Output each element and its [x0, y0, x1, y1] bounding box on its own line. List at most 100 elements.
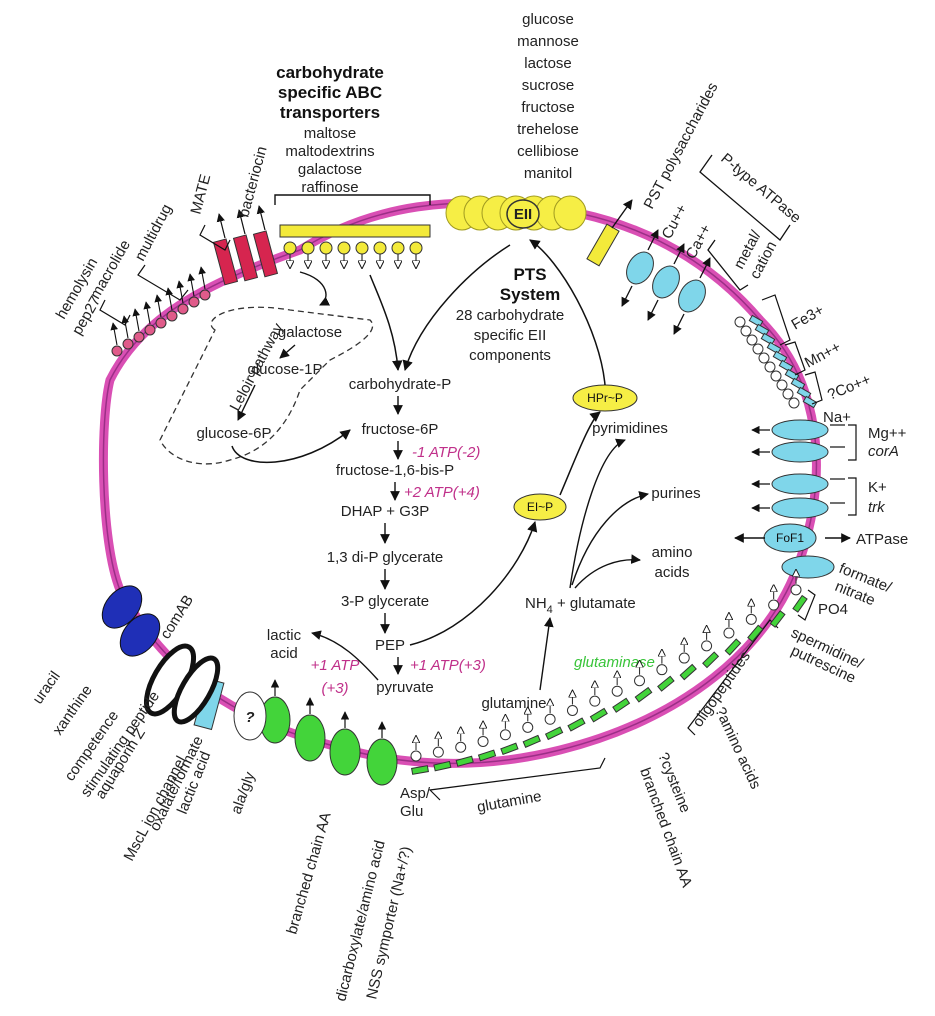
abc-substrate-maltose: maltose — [304, 125, 357, 142]
abc-checker — [759, 353, 769, 363]
trk-label: trk — [868, 499, 886, 516]
pep: PEP — [375, 637, 405, 654]
abc-subunit — [302, 242, 314, 254]
abc-checker — [612, 686, 622, 696]
green-binding-protein — [613, 698, 630, 712]
abc-subunit — [410, 242, 422, 254]
abc-checker — [777, 380, 787, 390]
amino-acids-line-2: acids — [654, 564, 689, 581]
hpr-label: HPr~P — [587, 391, 623, 405]
arrow-to-amino-acids — [575, 560, 640, 588]
atp-plus-1-pep: +1 ATP(+3) — [410, 657, 486, 674]
cation-channel — [772, 420, 828, 440]
abc-checker — [657, 665, 667, 675]
pts-sugar-sucrose: sucrose — [522, 77, 575, 94]
efflux-arrow — [113, 323, 117, 345]
abc-checker — [123, 339, 133, 349]
pyrimidines: pyrimidines — [592, 420, 668, 437]
pts-sugar-lactose: lactose — [524, 55, 572, 72]
fe-label: Fe3+ — [789, 301, 828, 333]
question-mark: ? — [245, 709, 254, 726]
pts-desc-2: specific EII — [474, 327, 547, 344]
arrow-to-purines — [572, 494, 648, 585]
green-binding-protein — [680, 664, 696, 679]
mg-label: Mg++ — [868, 425, 907, 442]
import-arrow — [648, 300, 658, 320]
import-arrow — [622, 286, 632, 306]
ca-label: Ca++ — [683, 221, 715, 262]
arrow-abc-carbp — [370, 275, 398, 370]
atp-plus-2: +2 ATP(+4) — [404, 484, 480, 501]
abc-subunit — [320, 242, 332, 254]
green-symporter — [330, 729, 360, 775]
abc-binding-protein — [797, 387, 810, 398]
pst-transporter — [587, 224, 619, 266]
pts-sugar-glucose: glucose — [522, 11, 574, 28]
abc-checker — [741, 326, 751, 336]
arrow-to-pyrimidines — [570, 440, 625, 588]
abc-checker — [411, 751, 421, 761]
glutaminase-label: glutaminase — [574, 654, 655, 671]
arrow-abc-leloir — [300, 272, 326, 305]
abc-subunit — [374, 242, 386, 254]
abc-checker — [590, 696, 600, 706]
arrow-glutamine-nh4 — [540, 618, 550, 690]
abc-substrate-maltodextrins: maltodextrins — [285, 143, 374, 160]
bacteriocin-label: bacteriocin — [235, 145, 270, 219]
purines: purines — [651, 485, 700, 502]
pts-title-2: System — [500, 285, 560, 304]
efflux-arrow — [219, 214, 225, 238]
green-symporter — [295, 715, 325, 761]
lactic-acid-line-2: acid — [270, 645, 298, 662]
mate-label: MATE — [187, 172, 214, 216]
cation-channel — [772, 442, 828, 462]
abc-subunit — [392, 242, 404, 254]
glutamine-bottom-label: glutamine — [476, 788, 543, 816]
branched-label: branched chain AA — [284, 810, 335, 936]
abc-bracket — [275, 195, 430, 205]
comab-label: comAB — [157, 592, 197, 642]
pts-sugar-trehelose: trehelose — [517, 121, 579, 138]
asp-line-2: Glu — [400, 803, 423, 820]
formate-ellipse — [782, 556, 834, 578]
abc-title-3: transporters — [280, 103, 380, 122]
co-label: ?Co++ — [825, 371, 873, 404]
atp-minus-1: -1 ATP(-2) — [412, 444, 480, 461]
pts-title-1: PTS — [513, 265, 546, 284]
green-binding-protein — [635, 688, 651, 702]
pts-sugar-cellibiose: cellibiose — [517, 143, 579, 160]
abc-checker — [545, 714, 555, 724]
abc-checker — [783, 389, 793, 399]
atpase-label: ATPase — [856, 531, 908, 548]
xanthine-label: xanthine — [49, 682, 95, 738]
k-label: K+ — [868, 479, 887, 496]
arrow-pep-ei — [410, 522, 535, 645]
alagly-label: ala/gly — [228, 769, 259, 816]
pst-label: PST polysaccharides — [641, 80, 722, 212]
abc-checker — [765, 362, 775, 372]
abc-checker — [753, 344, 763, 354]
di-p-glycerate: 1,3 di-P glycerate — [327, 549, 443, 566]
nh4-text: NH4 + glutamate — [525, 595, 636, 616]
mg-bracket — [848, 425, 856, 460]
eii-subunit — [554, 196, 586, 230]
pts-sugar-fructose: fructose — [521, 99, 574, 116]
abc-checker — [791, 585, 801, 595]
abc-checker — [178, 304, 188, 314]
eii-label: EII — [514, 206, 532, 223]
pts-sugar-mannose: mannose — [517, 33, 579, 50]
cation-channel — [772, 498, 828, 518]
multidrug-label: multidrug — [132, 201, 176, 263]
abc-checker — [478, 736, 488, 746]
abc-checker — [746, 614, 756, 624]
abc-checker — [747, 335, 757, 345]
abc-checker — [567, 706, 577, 716]
abc-checker — [134, 332, 144, 342]
abc-checker — [200, 290, 210, 300]
fructose-6p: fructose-6P — [362, 421, 439, 438]
abc-checker — [433, 747, 443, 757]
glutamate-label: + glutamate — [553, 595, 636, 612]
green-binding-protein — [793, 596, 807, 613]
abc-checker — [735, 317, 745, 327]
